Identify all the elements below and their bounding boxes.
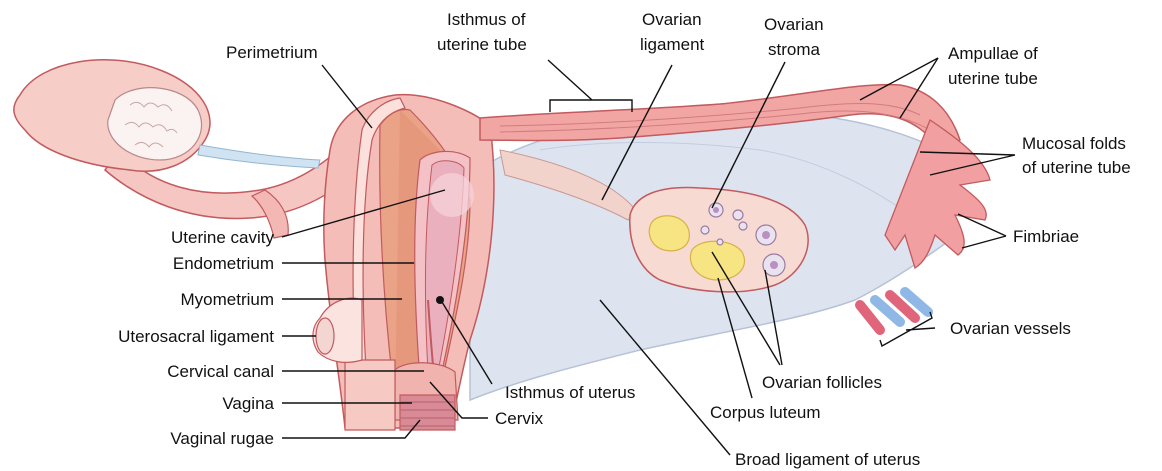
label-mucosal-2: of uterine tube xyxy=(1022,158,1131,177)
label-ovarian-stroma-1: Ovarian xyxy=(764,15,824,34)
uterosacral-cut xyxy=(316,318,334,354)
label-endometrium: Endometrium xyxy=(173,254,274,273)
label-fimbriae: Fimbriae xyxy=(1013,227,1079,246)
label-cervix: Cervix xyxy=(495,409,544,428)
label-isthmus-tube-2: uterine tube xyxy=(437,35,527,54)
label-ampullae-1: Ampullae of xyxy=(948,44,1038,63)
label-corpus-luteum: Corpus luteum xyxy=(710,403,821,422)
label-uterosacral: Uterosacral ligament xyxy=(118,327,274,346)
label-ovarian-follicles: Ovarian follicles xyxy=(762,373,882,392)
corpus-luteum-upper xyxy=(649,216,689,251)
ovarian-vessels xyxy=(860,292,928,330)
isthmus-uterus-dot xyxy=(436,296,444,304)
label-ampullae-2: uterine tube xyxy=(948,69,1038,88)
label-uterine-cavity: Uterine cavity xyxy=(171,228,274,247)
label-ovarian-ligament-2: ligament xyxy=(640,35,705,54)
bracket-isthmus-tube xyxy=(548,60,632,112)
left-ovarian-ligament xyxy=(198,145,320,168)
label-perimetrium: Perimetrium xyxy=(226,43,318,62)
label-cervical-canal: Cervical canal xyxy=(167,362,274,381)
label-ovarian-ligament-1: Ovarian xyxy=(642,10,702,29)
label-vagina: Vagina xyxy=(222,394,274,413)
label-broad-ligament: Broad ligament of uterus xyxy=(735,450,920,469)
label-ovarian-vessels: Ovarian vessels xyxy=(950,319,1071,338)
label-isthmus-uterus: Isthmus of uterus xyxy=(505,383,635,402)
label-vaginal-rugae: Vaginal rugae xyxy=(170,429,274,448)
label-mucosal-1: Mucosal folds xyxy=(1022,134,1126,153)
label-ovarian-stroma-2: stroma xyxy=(768,40,821,59)
label-isthmus-tube-1: Isthmus of xyxy=(447,10,526,29)
label-myometrium: Myometrium xyxy=(180,290,274,309)
uterine-cavity-highlight xyxy=(430,173,474,217)
